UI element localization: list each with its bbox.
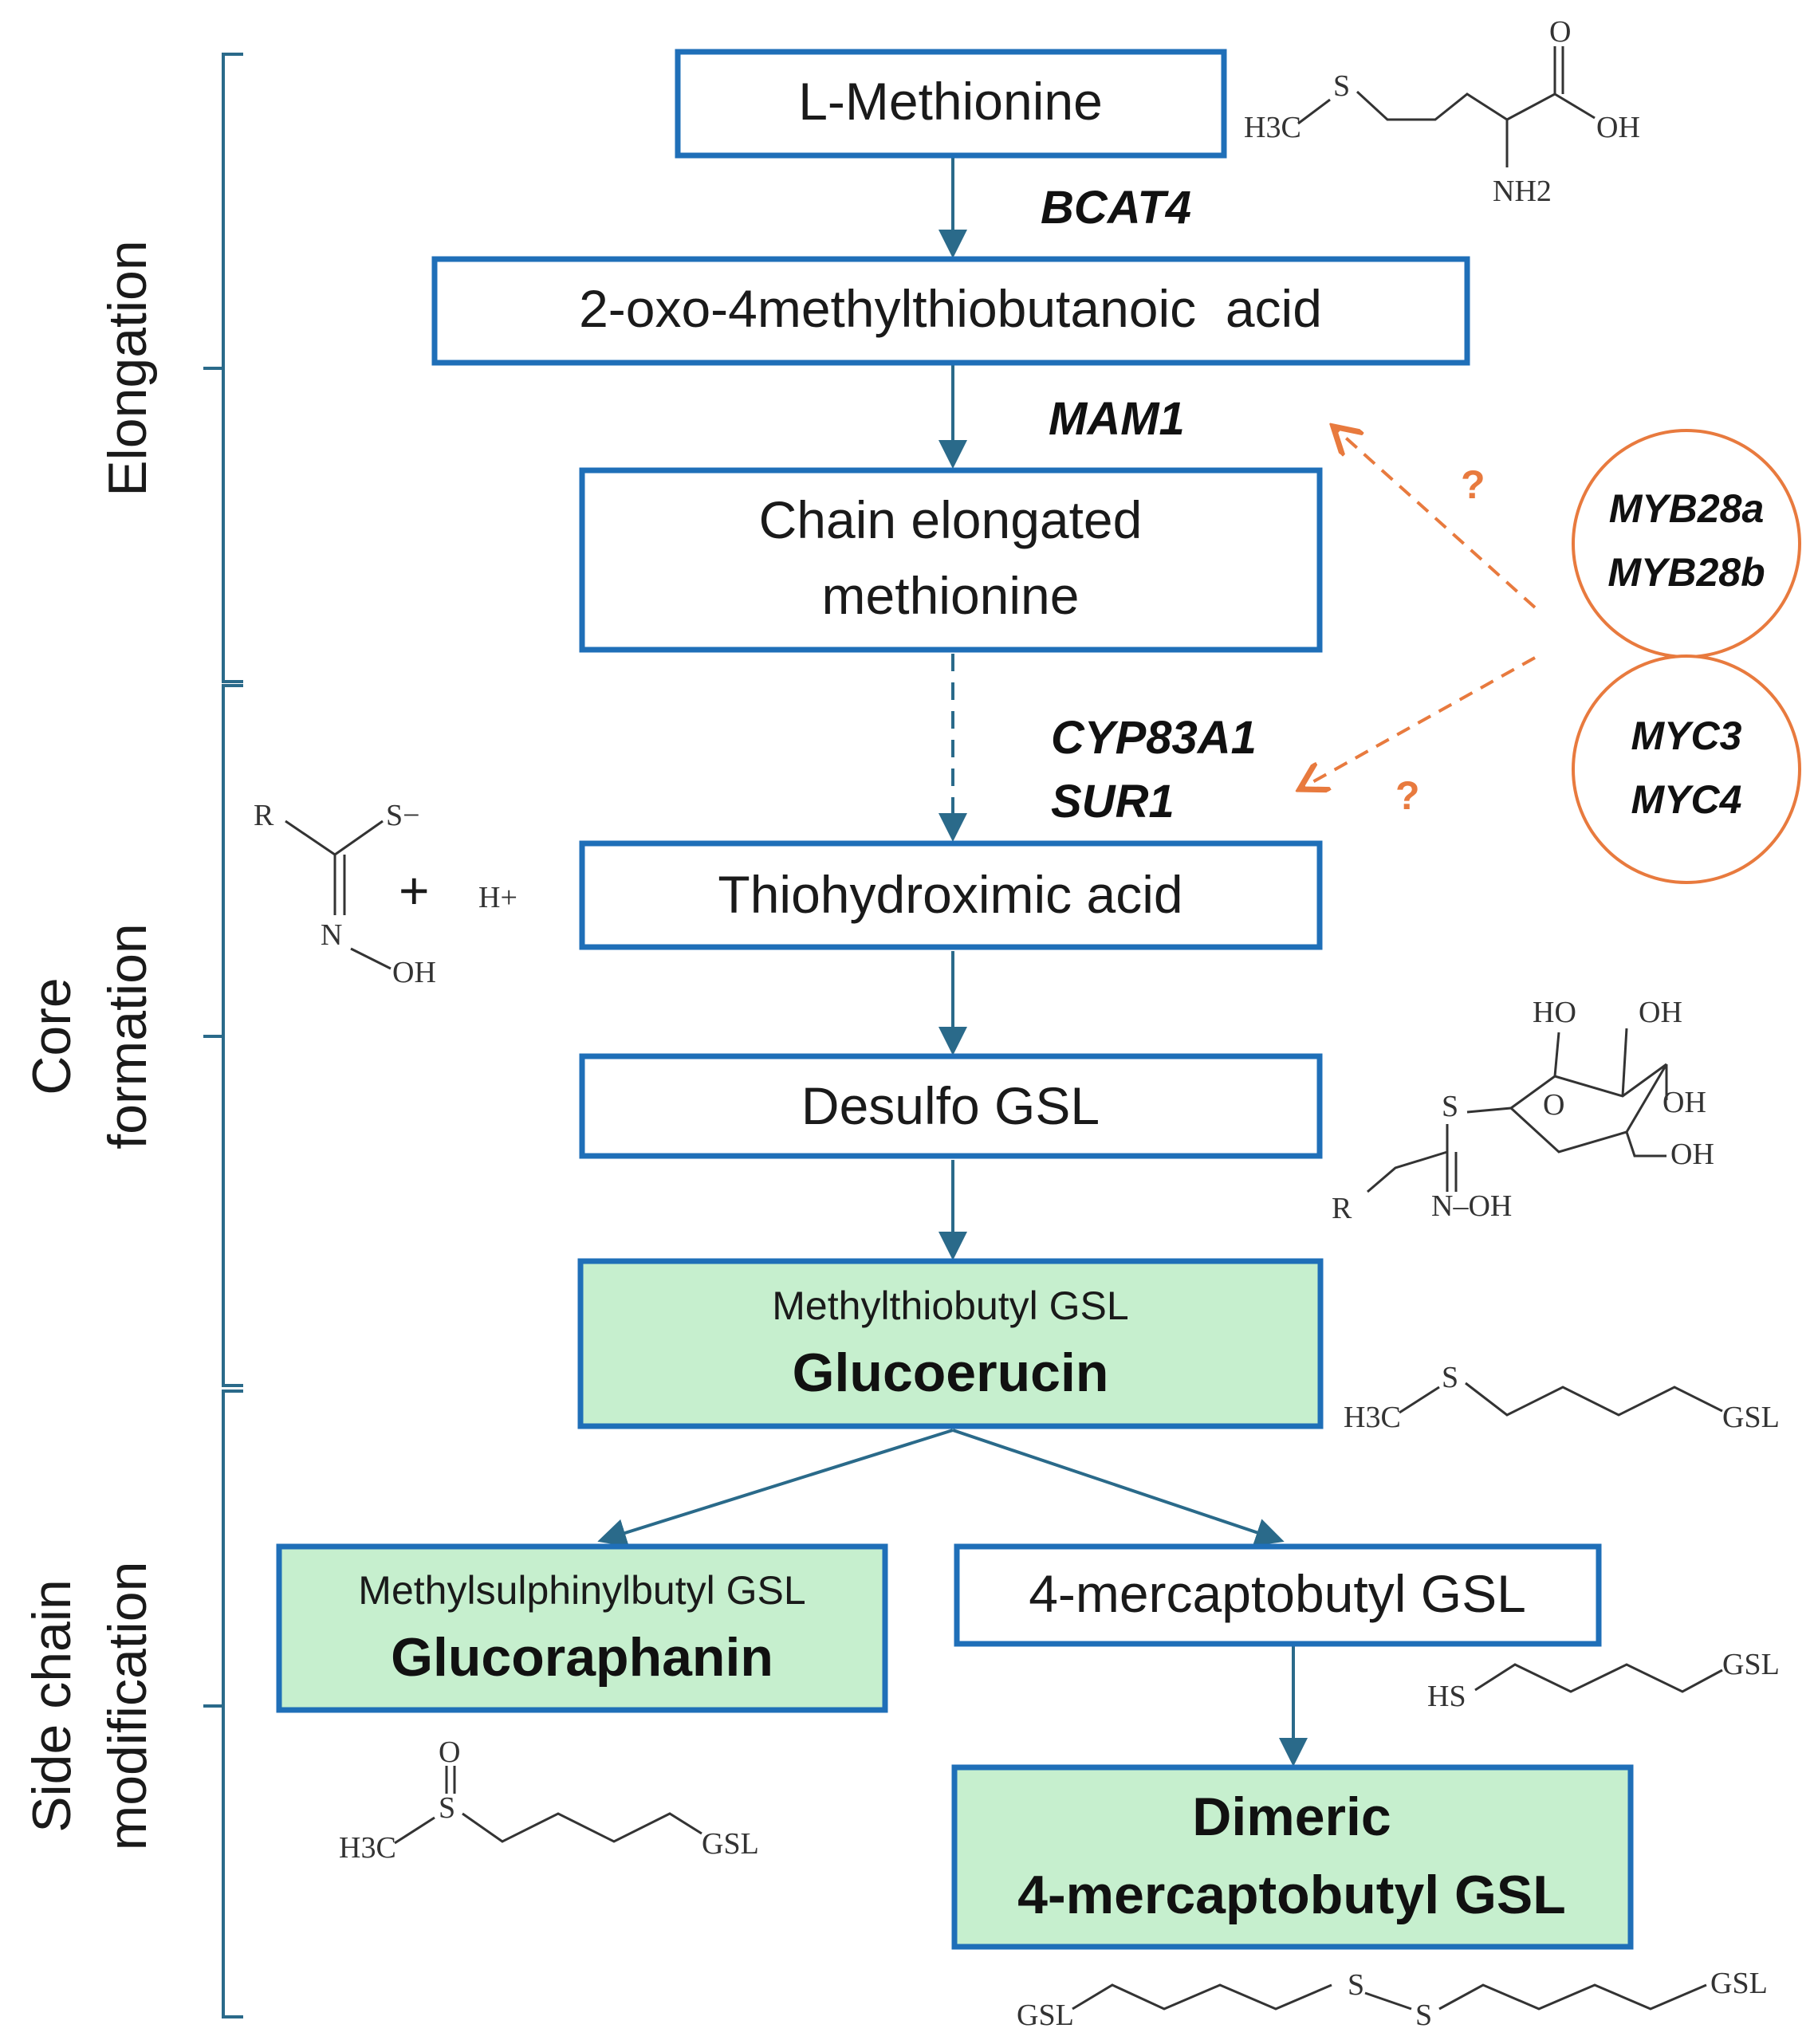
svg-text:N: N xyxy=(321,918,342,952)
node-dimeric-line2: 4-mercaptobutyl GSL xyxy=(1017,1865,1566,1925)
svg-text:OH: OH xyxy=(392,956,436,989)
structure-4-mercaptobutyl-gsl: HS GSL xyxy=(1427,1648,1780,1713)
stage-label-side-chain: Side chain modification xyxy=(22,1562,158,1851)
node-oxo-acid-label: 2-oxo-4methylthiobutanoic acid xyxy=(579,279,1322,338)
tf-myb28b-label: MYB28b xyxy=(1607,550,1765,595)
svg-text:HO: HO xyxy=(1533,996,1576,1029)
svg-text:S: S xyxy=(1415,1999,1432,2032)
node-desulfo-label: Desulfo GSL xyxy=(801,1076,1100,1135)
regulation-arrow-to-mam1 xyxy=(1333,426,1537,609)
svg-text:O: O xyxy=(439,1735,460,1769)
stage-label-core-formation: Core formation xyxy=(22,923,158,1149)
structure-glucoraphanin: H3C S O GSL xyxy=(339,1735,759,1865)
structure-glucoerucin: H3C S GSL xyxy=(1344,1361,1780,1434)
svg-text:H3C: H3C xyxy=(1244,111,1301,144)
svg-text:GSL: GSL xyxy=(1710,1967,1768,2000)
svg-text:H+: H+ xyxy=(478,881,517,914)
svg-text:R: R xyxy=(1332,1192,1352,1225)
node-chain-line1: Chain elongated xyxy=(759,490,1143,549)
arrow-glucoerucin-to-glucoraphanin xyxy=(597,1429,954,1547)
node-chain-line2: methionine xyxy=(822,566,1080,625)
node-glucoraphanin-subtitle: Methylsulphinylbutyl GSL xyxy=(358,1568,805,1613)
tf-myc: MYC3 MYC4 xyxy=(1572,654,1801,884)
svg-text:O: O xyxy=(1549,15,1571,49)
svg-text:HS: HS xyxy=(1427,1680,1466,1713)
tf-myb28: MYB28a MYB28b xyxy=(1572,429,1801,658)
enzyme-sur1: SUR1 xyxy=(1051,776,1175,827)
svg-text:GSL: GSL xyxy=(1722,1401,1780,1434)
svg-text:R: R xyxy=(254,799,274,832)
tf-myc4-label: MYC4 xyxy=(1631,777,1742,822)
node-glucoraphanin: Methylsulphinylbutyl GSL Glucoraphanin xyxy=(276,1543,888,1713)
arrow-glucoerucin-to-mercapto xyxy=(952,1429,1285,1547)
stage-bracket-elongation xyxy=(203,53,243,683)
svg-text:GSL: GSL xyxy=(702,1827,759,1861)
stage-bracket-core-formation xyxy=(203,684,243,1387)
structure-l-methionine: H3C S O OH NH2 xyxy=(1244,15,1640,208)
node-l-methionine-label: L-Methionine xyxy=(798,72,1103,131)
svg-text:GSL: GSL xyxy=(1722,1648,1780,1681)
enzyme-cyp83a1: CYP83A1 xyxy=(1051,712,1257,764)
stage-label-side-line2: modification xyxy=(97,1562,158,1851)
structure-desulfo-gsl: HO OH OH OH O S R N–OH xyxy=(1332,996,1714,1225)
svg-text:S−: S− xyxy=(386,799,420,832)
node-glucoraphanin-label: Glucoraphanin xyxy=(391,1627,773,1688)
stage-label-core-line1: Core xyxy=(22,977,82,1095)
svg-text:S: S xyxy=(1442,1361,1458,1394)
tf-myb28a-label: MYB28a xyxy=(1609,486,1765,531)
svg-text:OH: OH xyxy=(1596,111,1640,144)
svg-text:O: O xyxy=(1543,1088,1564,1122)
tf-myc3-label: MYC3 xyxy=(1631,713,1742,758)
svg-text:S: S xyxy=(1348,1968,1364,2002)
structure-thiohydroximic-acid: R S− N OH + H+ xyxy=(254,799,517,989)
node-mercapto-label: 4-mercaptobutyl GSL xyxy=(1029,1564,1526,1623)
svg-text:NH2: NH2 xyxy=(1493,175,1552,208)
svg-text:H3C: H3C xyxy=(339,1831,396,1865)
node-l-methionine: L-Methionine xyxy=(675,49,1227,159)
node-glucoerucin-label: Glucoerucin xyxy=(793,1342,1109,1403)
structure-dimeric-4-mercaptobutyl-gsl: GSL S S GSL xyxy=(1017,1967,1768,2032)
plus-sign: + xyxy=(399,861,430,920)
enzyme-mam1: MAM1 xyxy=(1049,393,1185,445)
node-thiohydroximic-label: Thiohydroximic acid xyxy=(718,865,1182,924)
stage-label-elongation: Elongation xyxy=(97,240,158,496)
node-dimeric-4-mercaptobutyl-gsl: Dimeric 4-mercaptobutyl GSL xyxy=(951,1764,1634,1950)
stage-label-side-line1: Side chain xyxy=(22,1579,82,1833)
svg-text:S: S xyxy=(1442,1090,1458,1123)
node-4-mercaptobutyl-gsl: 4-mercaptobutyl GSL xyxy=(954,1543,1602,1647)
node-chain-elongated-methionine: Chain elongated methionine xyxy=(579,467,1323,653)
svg-text:GSL: GSL xyxy=(1017,1999,1074,2032)
svg-text:OH: OH xyxy=(1670,1138,1714,1171)
node-dimeric-line1: Dimeric xyxy=(1192,1787,1391,1847)
svg-text:H3C: H3C xyxy=(1344,1401,1401,1434)
svg-text:OH: OH xyxy=(1639,996,1682,1029)
stage-label-core-line2: formation xyxy=(97,923,158,1149)
enzyme-bcat4: BCAT4 xyxy=(1041,182,1191,234)
svg-text:S: S xyxy=(1333,69,1350,103)
node-glucoerucin-subtitle: Methylthiobutyl GSL xyxy=(772,1283,1128,1328)
question-mark-mam1: ? xyxy=(1461,462,1485,507)
svg-text:N–OH: N–OH xyxy=(1431,1189,1512,1223)
svg-text:OH: OH xyxy=(1663,1086,1706,1119)
stage-bracket-side-chain xyxy=(203,1390,243,2018)
node-desulfo-gsl: Desulfo GSL xyxy=(579,1053,1323,1159)
node-oxo-acid: 2-oxo-4methylthiobutanoic acid xyxy=(431,256,1470,366)
node-glucoerucin: Methylthiobutyl GSL Glucoerucin xyxy=(577,1258,1324,1429)
question-mark-cyp83a1: ? xyxy=(1395,773,1420,818)
regulation-arrow-to-cyp83a1 xyxy=(1300,656,1536,789)
node-thiohydroximic-acid: Thiohydroximic acid xyxy=(579,840,1323,950)
svg-text:S: S xyxy=(439,1791,455,1825)
